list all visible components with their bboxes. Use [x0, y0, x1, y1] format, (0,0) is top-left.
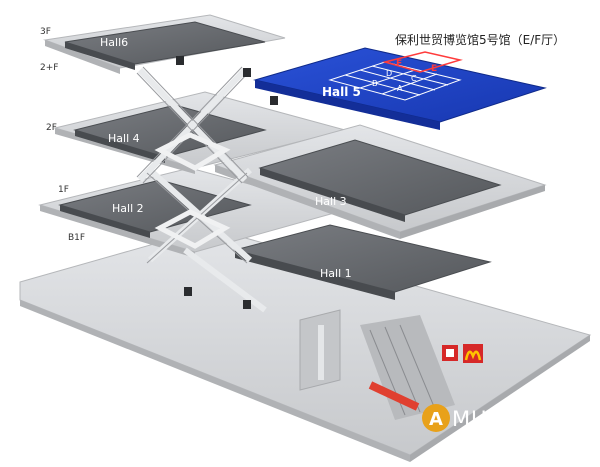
zone-d-label: D	[386, 69, 392, 78]
lower-structure	[299, 309, 455, 420]
hall-5-zone-grid	[328, 61, 462, 101]
zone-b-label: B	[372, 79, 378, 88]
sign-icons	[176, 56, 278, 309]
floor-label-b1f: B1F	[68, 233, 85, 243]
zone-a-label: A	[397, 84, 403, 93]
entrance-sign	[368, 381, 420, 411]
hall-4-block[interactable]	[73, 104, 267, 163]
watermark-logo-icon	[422, 404, 450, 432]
zone-e-label: E	[431, 64, 437, 74]
watermark: A MUNION 动漫游戏联盟网	[422, 404, 582, 452]
escalator-rails	[136, 66, 249, 264]
watermark-brand: MUNION	[452, 407, 546, 431]
hall-3-block[interactable]	[258, 139, 502, 222]
hall-4-label: Hall 4	[108, 132, 140, 145]
watermark-subtitle: 动漫游戏联盟网	[470, 437, 582, 452]
atrium-rings	[154, 132, 231, 249]
hall-5-block[interactable]	[253, 47, 547, 130]
hall-5-highlight	[382, 51, 463, 73]
hall-5-label: Hall 5	[322, 85, 361, 99]
floor-label-3f: 3F	[40, 27, 51, 37]
hall-3-label: Hall 3	[315, 195, 347, 208]
zone-c-label: C	[411, 74, 417, 83]
diagram-title: 保利世贸博览馆5号馆（E/F厅）	[395, 32, 565, 47]
hall-6-block[interactable]	[64, 21, 266, 70]
hall-1-block[interactable]	[233, 224, 492, 300]
hall-2-block[interactable]	[58, 179, 252, 238]
floor-label-1f: 1F	[58, 185, 69, 195]
zone-f-label: F	[396, 59, 402, 69]
watermark-logo-letter: A	[429, 409, 443, 430]
mcdonalds-icon	[442, 344, 483, 363]
floor-label-2f: 2F	[46, 123, 57, 133]
hall-6-label: Hall6	[100, 36, 128, 49]
hall-1-label: Hall 1	[320, 267, 352, 280]
hall-2-label: Hall 2	[112, 202, 144, 215]
floor-label-2plus: 2+F	[40, 63, 58, 73]
